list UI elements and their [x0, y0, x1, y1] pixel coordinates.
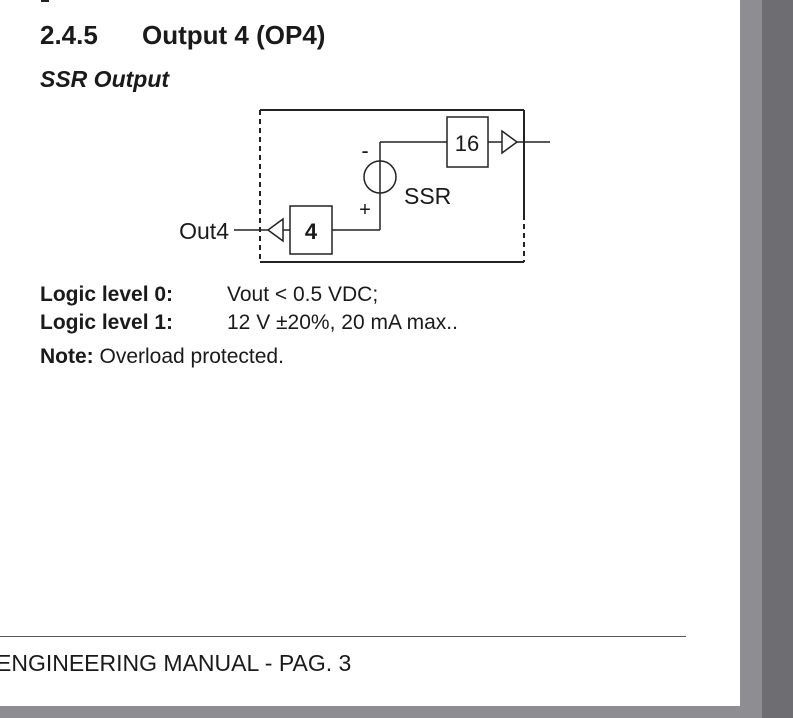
subheading: SSR Output [40, 66, 170, 92]
footer-text: ENGINEERING MANUAL - PAG. 3 [0, 650, 352, 676]
spec-logic-level-1: Logic level 1: 12 V ±20%, 20 mA max.. [40, 311, 458, 335]
section-heading: 2.4.5 Output 4 (OP4) [40, 20, 325, 51]
spec-value: Vout < 0.5 VDC; [227, 283, 379, 306]
manual-page: 2.4.5 Output 4 (OP4) SSR Output 16 - + S… [0, 0, 740, 706]
out4-label: Out4 [179, 218, 229, 244]
spec-value: 12 V ±20%, 20 mA max.. [227, 311, 458, 334]
section-number: 2.4.5 [40, 20, 98, 50]
input-arrow-icon [266, 217, 284, 243]
plus-sign: + [359, 199, 371, 221]
output-arrow-icon [501, 129, 519, 155]
ssr-wiring-diagram: 16 - + SSR 4 Out4 [179, 109, 550, 263]
terminal-16-label: 16 [455, 131, 479, 156]
note: Note: Overload protected. [40, 345, 284, 369]
terminal-16-box [446, 116, 489, 168]
footer-divider [0, 636, 686, 637]
note-label: Note: [40, 345, 94, 368]
terminal-4-box [289, 205, 333, 255]
spec-label: Logic level 1: [40, 311, 174, 334]
note-text: Overload protected. [93, 345, 284, 368]
terminal-4-label: 4 [305, 219, 318, 244]
section-title: Output 4 (OP4) [142, 20, 326, 50]
minus-sign: - [361, 138, 368, 163]
previous-text-fragment [41, 0, 49, 2]
ssr-label: SSR [404, 183, 451, 209]
viewer-scroll-area[interactable] [762, 0, 793, 718]
spec-label: Logic level 0: [40, 283, 174, 306]
spec-logic-level-0: Logic level 0: Vout < 0.5 VDC; [40, 283, 378, 307]
